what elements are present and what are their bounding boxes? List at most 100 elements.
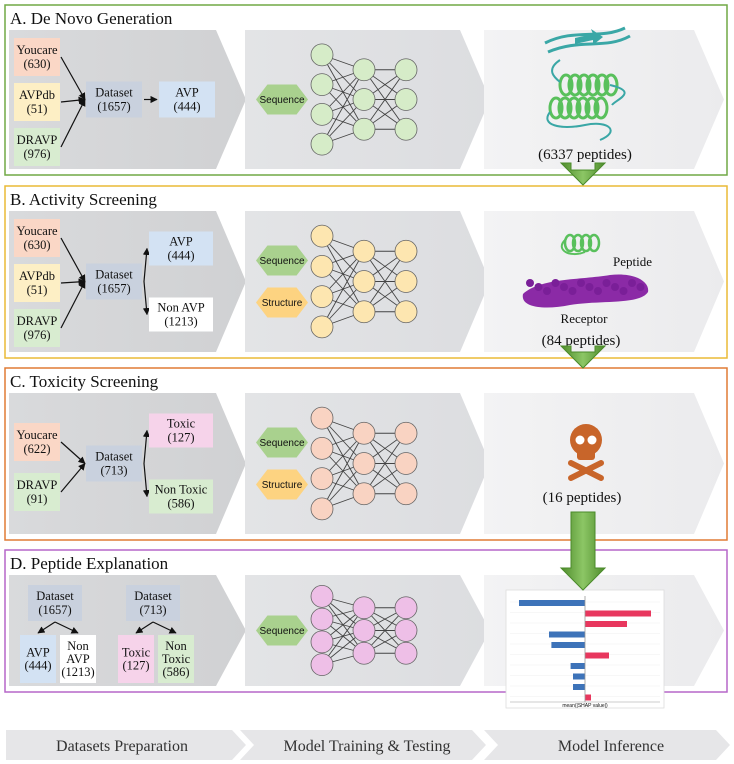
source-box: AVPdb(51) <box>14 83 60 121</box>
hex-structure: Structure <box>256 287 308 318</box>
receptor-texture <box>594 287 602 295</box>
source-box-text: Youcare <box>16 43 58 57</box>
nn-node <box>310 497 334 521</box>
receptor-texture <box>551 279 560 287</box>
hex-sequence-label: Sequence <box>259 626 304 637</box>
output-box-text: AVP <box>175 86 198 100</box>
flow-arrow <box>559 345 607 369</box>
nn-node <box>310 467 334 491</box>
hex-structure-shape <box>256 469 308 500</box>
source-box-text: (630) <box>23 238 50 252</box>
nn-edge <box>363 432 407 495</box>
flow-arrow-shape <box>559 345 607 369</box>
neural-network <box>310 224 418 339</box>
shap-bar <box>551 642 585 648</box>
output-box-text: Non <box>165 639 187 653</box>
hex-sequence: Sequence <box>256 615 308 646</box>
shap-bar <box>585 652 609 659</box>
source-box: Youcare(630) <box>14 219 60 257</box>
source-box-text: DRAVP <box>17 133 58 147</box>
label-receptor: Receptor <box>561 311 609 326</box>
helix-turn <box>575 96 591 120</box>
dataset-box-text: Dataset <box>95 268 133 282</box>
output-box-bg <box>149 297 213 332</box>
nn-node <box>394 117 418 141</box>
helix-turn <box>563 233 577 253</box>
footer-chevron <box>6 730 246 760</box>
helix-turn <box>557 96 573 120</box>
nn-node <box>352 619 376 642</box>
nn-node <box>352 270 376 293</box>
nn-node <box>310 653 334 677</box>
neural-network <box>310 43 418 156</box>
output-box-bg <box>118 635 154 683</box>
nn-edge <box>321 251 365 328</box>
output-box-text: (444) <box>173 100 200 114</box>
output-box-text: Non AVP <box>157 301 204 315</box>
helix-turn <box>558 73 574 97</box>
source-box: AVPdb(51) <box>14 264 60 302</box>
shap-bar <box>585 610 651 617</box>
nn-node <box>310 285 334 309</box>
output-box-text: Toxic <box>162 652 191 666</box>
output-box-bg <box>149 413 213 448</box>
dataset-box-bg <box>126 585 180 621</box>
nn-node <box>394 270 418 293</box>
nn-node <box>394 239 418 263</box>
nn-node <box>394 452 418 475</box>
dataset-box-text: (713) <box>139 603 166 617</box>
nn-edge <box>321 607 365 665</box>
source-arrow <box>60 462 86 493</box>
dataset-box-bg <box>28 585 82 621</box>
loop <box>560 239 586 256</box>
nn-node <box>352 421 376 445</box>
receptor-texture <box>568 287 577 295</box>
nn-node <box>310 43 334 67</box>
source-box-text: (51) <box>27 283 48 297</box>
inference-caption: (84 peptides) <box>542 333 621 349</box>
panel-title: A. De Novo Generation <box>10 9 173 28</box>
footer-step: Datasets Preparation <box>6 730 246 760</box>
neural-network <box>310 584 418 677</box>
output-box-bg <box>20 635 56 683</box>
nn-edge <box>363 69 407 130</box>
helix-turn <box>593 96 609 120</box>
output-box-text: (586) <box>162 665 189 679</box>
nn-node <box>394 596 418 620</box>
source-box-bg <box>14 38 60 76</box>
source-box: Youcare(622) <box>14 423 60 461</box>
shap-bar <box>519 600 585 606</box>
hex-sequence-label: Sequence <box>259 438 304 449</box>
receptor-texture <box>611 283 619 291</box>
dataset-box-text: (1657) <box>97 282 130 296</box>
skull-icon <box>568 424 604 481</box>
shap-bar <box>573 684 585 690</box>
source-box-bg <box>14 264 60 302</box>
dataset-box: Dataset(1657) <box>28 585 82 621</box>
footer-step: Model Inference <box>484 730 730 760</box>
shap-bar <box>549 631 585 638</box>
nn-node <box>310 224 334 248</box>
protein-illustration <box>544 26 631 141</box>
source-box-text: DRAVP <box>17 478 58 492</box>
source-box-bg <box>14 128 60 166</box>
skull-head <box>570 424 602 456</box>
footer-label: Model Training & Testing <box>283 738 450 755</box>
nn-node <box>352 300 376 324</box>
panel-c: C. Toxicity ScreeningYoucare(622)DRAVP(9… <box>4 367 728 541</box>
receptor-texture <box>543 287 551 295</box>
helix-turn <box>594 73 610 97</box>
output-arrow <box>135 621 154 634</box>
source-box-bg <box>14 423 60 461</box>
source-box-bg <box>14 309 60 347</box>
dataset-box-text: (713) <box>100 464 127 478</box>
output-box-text: (444) <box>167 249 194 263</box>
shap-bar <box>585 694 591 701</box>
output-box-text: (444) <box>24 659 51 673</box>
nn-node <box>352 452 376 475</box>
dataset-box-text: Dataset <box>95 86 133 100</box>
nn-node <box>310 406 334 430</box>
source-box-bg <box>14 83 60 121</box>
output-box-text: (1213) <box>61 665 94 679</box>
